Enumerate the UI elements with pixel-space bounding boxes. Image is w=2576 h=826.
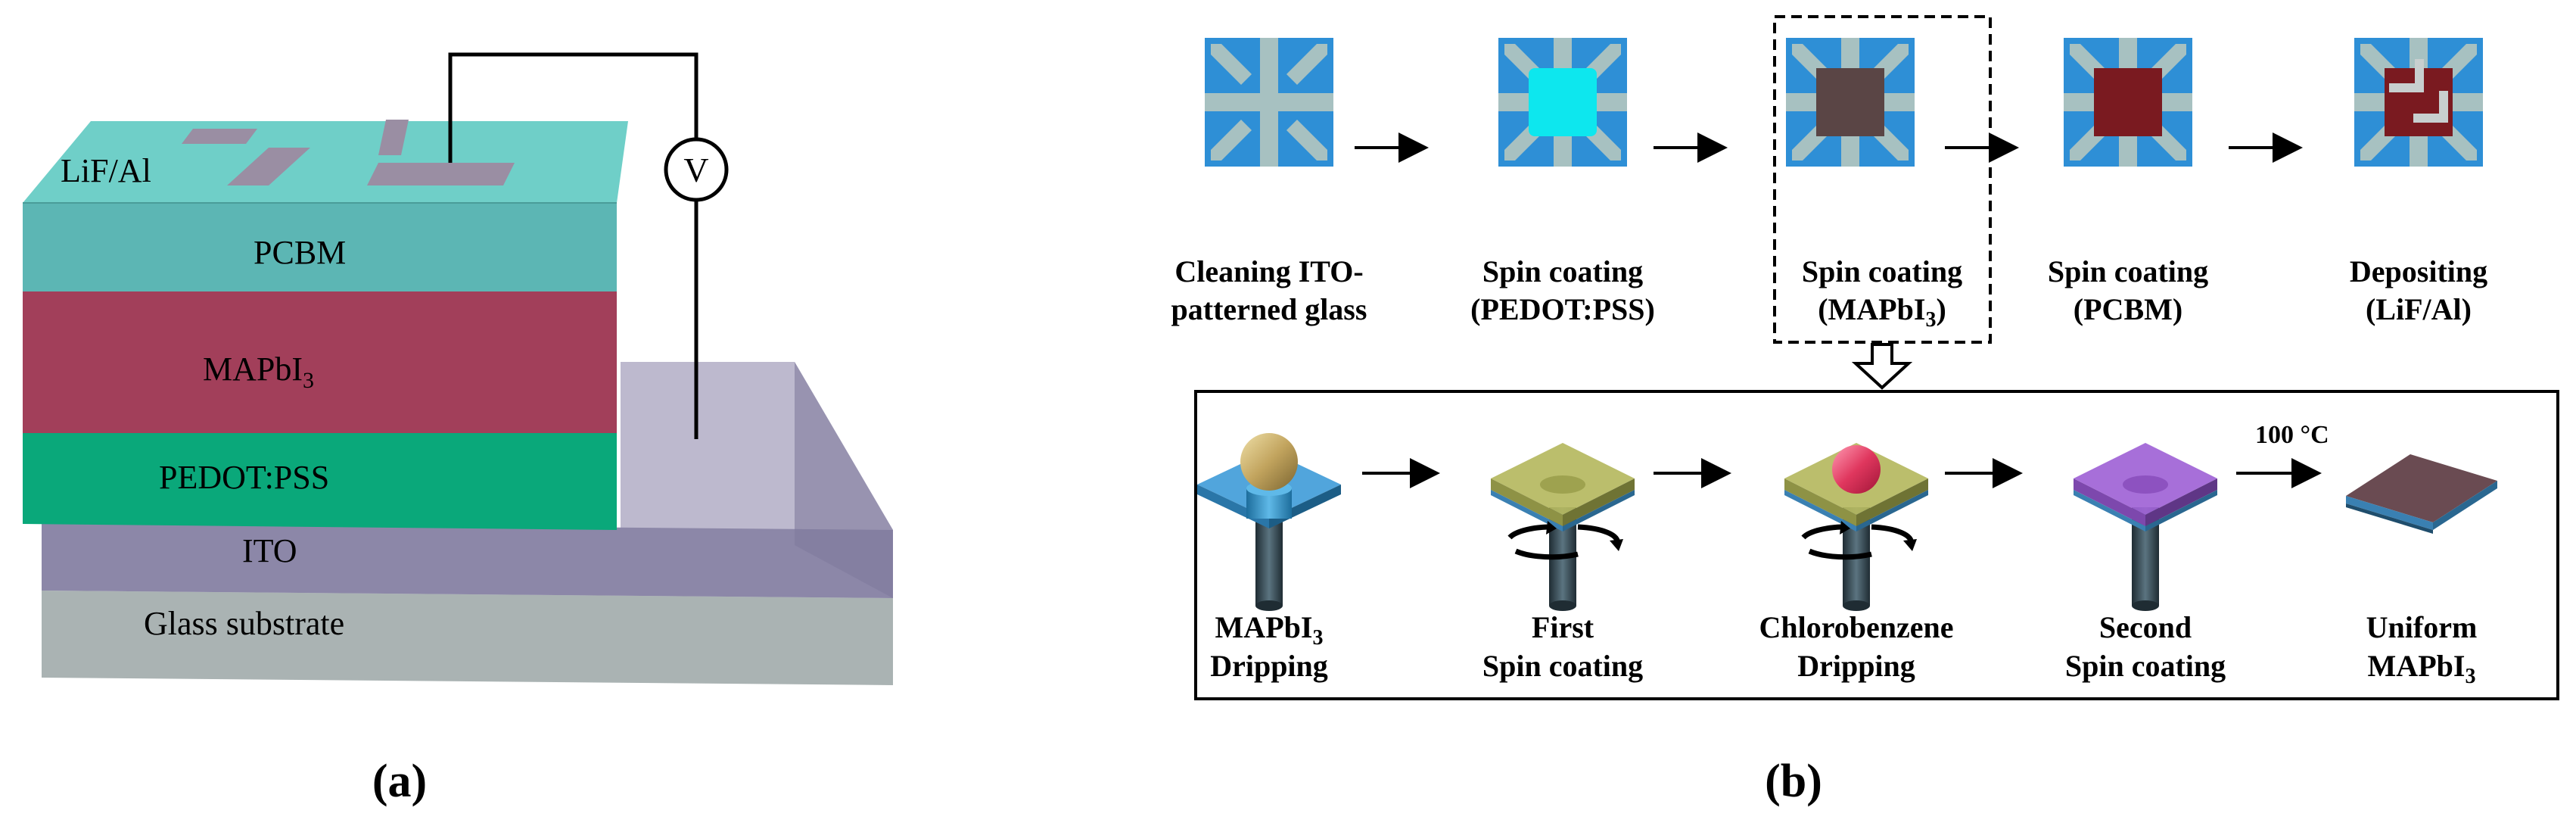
second-spin-step xyxy=(2074,443,2217,611)
measurement-wire xyxy=(448,52,698,163)
label-electrode: LiF/Al xyxy=(61,152,151,189)
bottom-step-3-label-2: Dripping xyxy=(1797,649,1915,683)
top-step-3-label-2: (MAPbI3) xyxy=(1818,292,1946,332)
bottom-step-1-label: MAPbI3 xyxy=(1215,610,1324,650)
contact-bar-3 xyxy=(378,120,409,155)
bottom-step-4-label-2: Spin coating xyxy=(2065,649,2226,683)
bottom-step-5-label-2: MAPbI3 xyxy=(2368,649,2476,688)
bottom-step-4-label: Second xyxy=(2099,610,2192,644)
bottom-process-row: 100 °C MAPbI3 Dripping First Spin coatin… xyxy=(1197,421,2497,688)
bottom-step-5-label: Uniform xyxy=(2366,610,2478,644)
drip-step xyxy=(1197,433,1341,611)
substrate-electrode xyxy=(2354,38,2483,167)
substrate-pedot xyxy=(1498,38,1627,167)
highlight-box xyxy=(1773,15,1992,344)
glass-layer-front xyxy=(42,591,893,685)
top-step-3-label: Spin coating xyxy=(1802,254,1962,288)
rotation-icon-2 xyxy=(1801,524,1842,540)
top-step-1-label: Cleaning ITO- xyxy=(1174,254,1363,288)
top-process-row: Cleaning ITO- patterned glass Spin coati… xyxy=(1171,15,2487,344)
device-stack: V LiF/Al PCBM MAPbI3 PEDOT:PSS ITO Glass… xyxy=(23,52,893,685)
substrate-pcbm xyxy=(2064,38,2192,167)
anneal-label: 100 °C xyxy=(2255,421,2329,449)
contact-bar-4 xyxy=(367,163,515,185)
top-step-4-label: Spin coating xyxy=(2048,254,2208,288)
top-step-2-label-2: (PEDOT:PSS) xyxy=(1470,292,1655,326)
label-pcbm: PCBM xyxy=(254,234,346,271)
voltmeter-icon xyxy=(664,137,729,202)
bottom-step-2-label: First xyxy=(1532,610,1594,644)
top-step-4-label-2: (PCBM) xyxy=(2074,292,2182,326)
label-perovskite: MAPbI3 xyxy=(203,351,314,393)
voltmeter-label: V xyxy=(683,151,708,189)
contact-bar-2 xyxy=(227,148,310,185)
bottom-step-1-label-2: Dripping xyxy=(1210,649,1328,683)
detail-box xyxy=(1194,390,2559,700)
label-pedot: PEDOT:PSS xyxy=(159,459,329,496)
panel-a-label: (a) xyxy=(372,756,427,807)
chlorobenzene-step xyxy=(1784,443,1928,611)
label-glass: Glass substrate xyxy=(144,605,344,642)
top-step-2-label: Spin coating xyxy=(1482,254,1643,288)
ito-layer-side xyxy=(795,362,893,598)
pcbm-layer xyxy=(23,203,617,291)
perovskite-layer xyxy=(23,291,617,433)
rotation-icon xyxy=(1507,524,1548,540)
substrate-perovskite xyxy=(1786,38,1915,167)
uniform-film xyxy=(2346,454,2497,534)
ito-layer-front xyxy=(42,522,893,598)
top-step-5-label-2: (LiF/Al) xyxy=(2366,292,2472,326)
substrate-clean xyxy=(1205,38,1333,167)
bottom-step-2-label-2: Spin coating xyxy=(1482,649,1643,683)
top-step-5-label: Depositing xyxy=(2350,254,2487,288)
panel-b-label: (b) xyxy=(1765,756,1822,807)
bottom-step-3-label: Chlorobenzene xyxy=(1759,610,1953,644)
top-step-1-label-2: patterned glass xyxy=(1171,292,1367,326)
contact-bar-1 xyxy=(182,129,257,144)
label-ito: ITO xyxy=(242,532,297,569)
first-spin-step xyxy=(1491,443,1635,611)
expand-arrow-icon xyxy=(1851,343,1913,390)
pedot-layer xyxy=(23,433,617,530)
